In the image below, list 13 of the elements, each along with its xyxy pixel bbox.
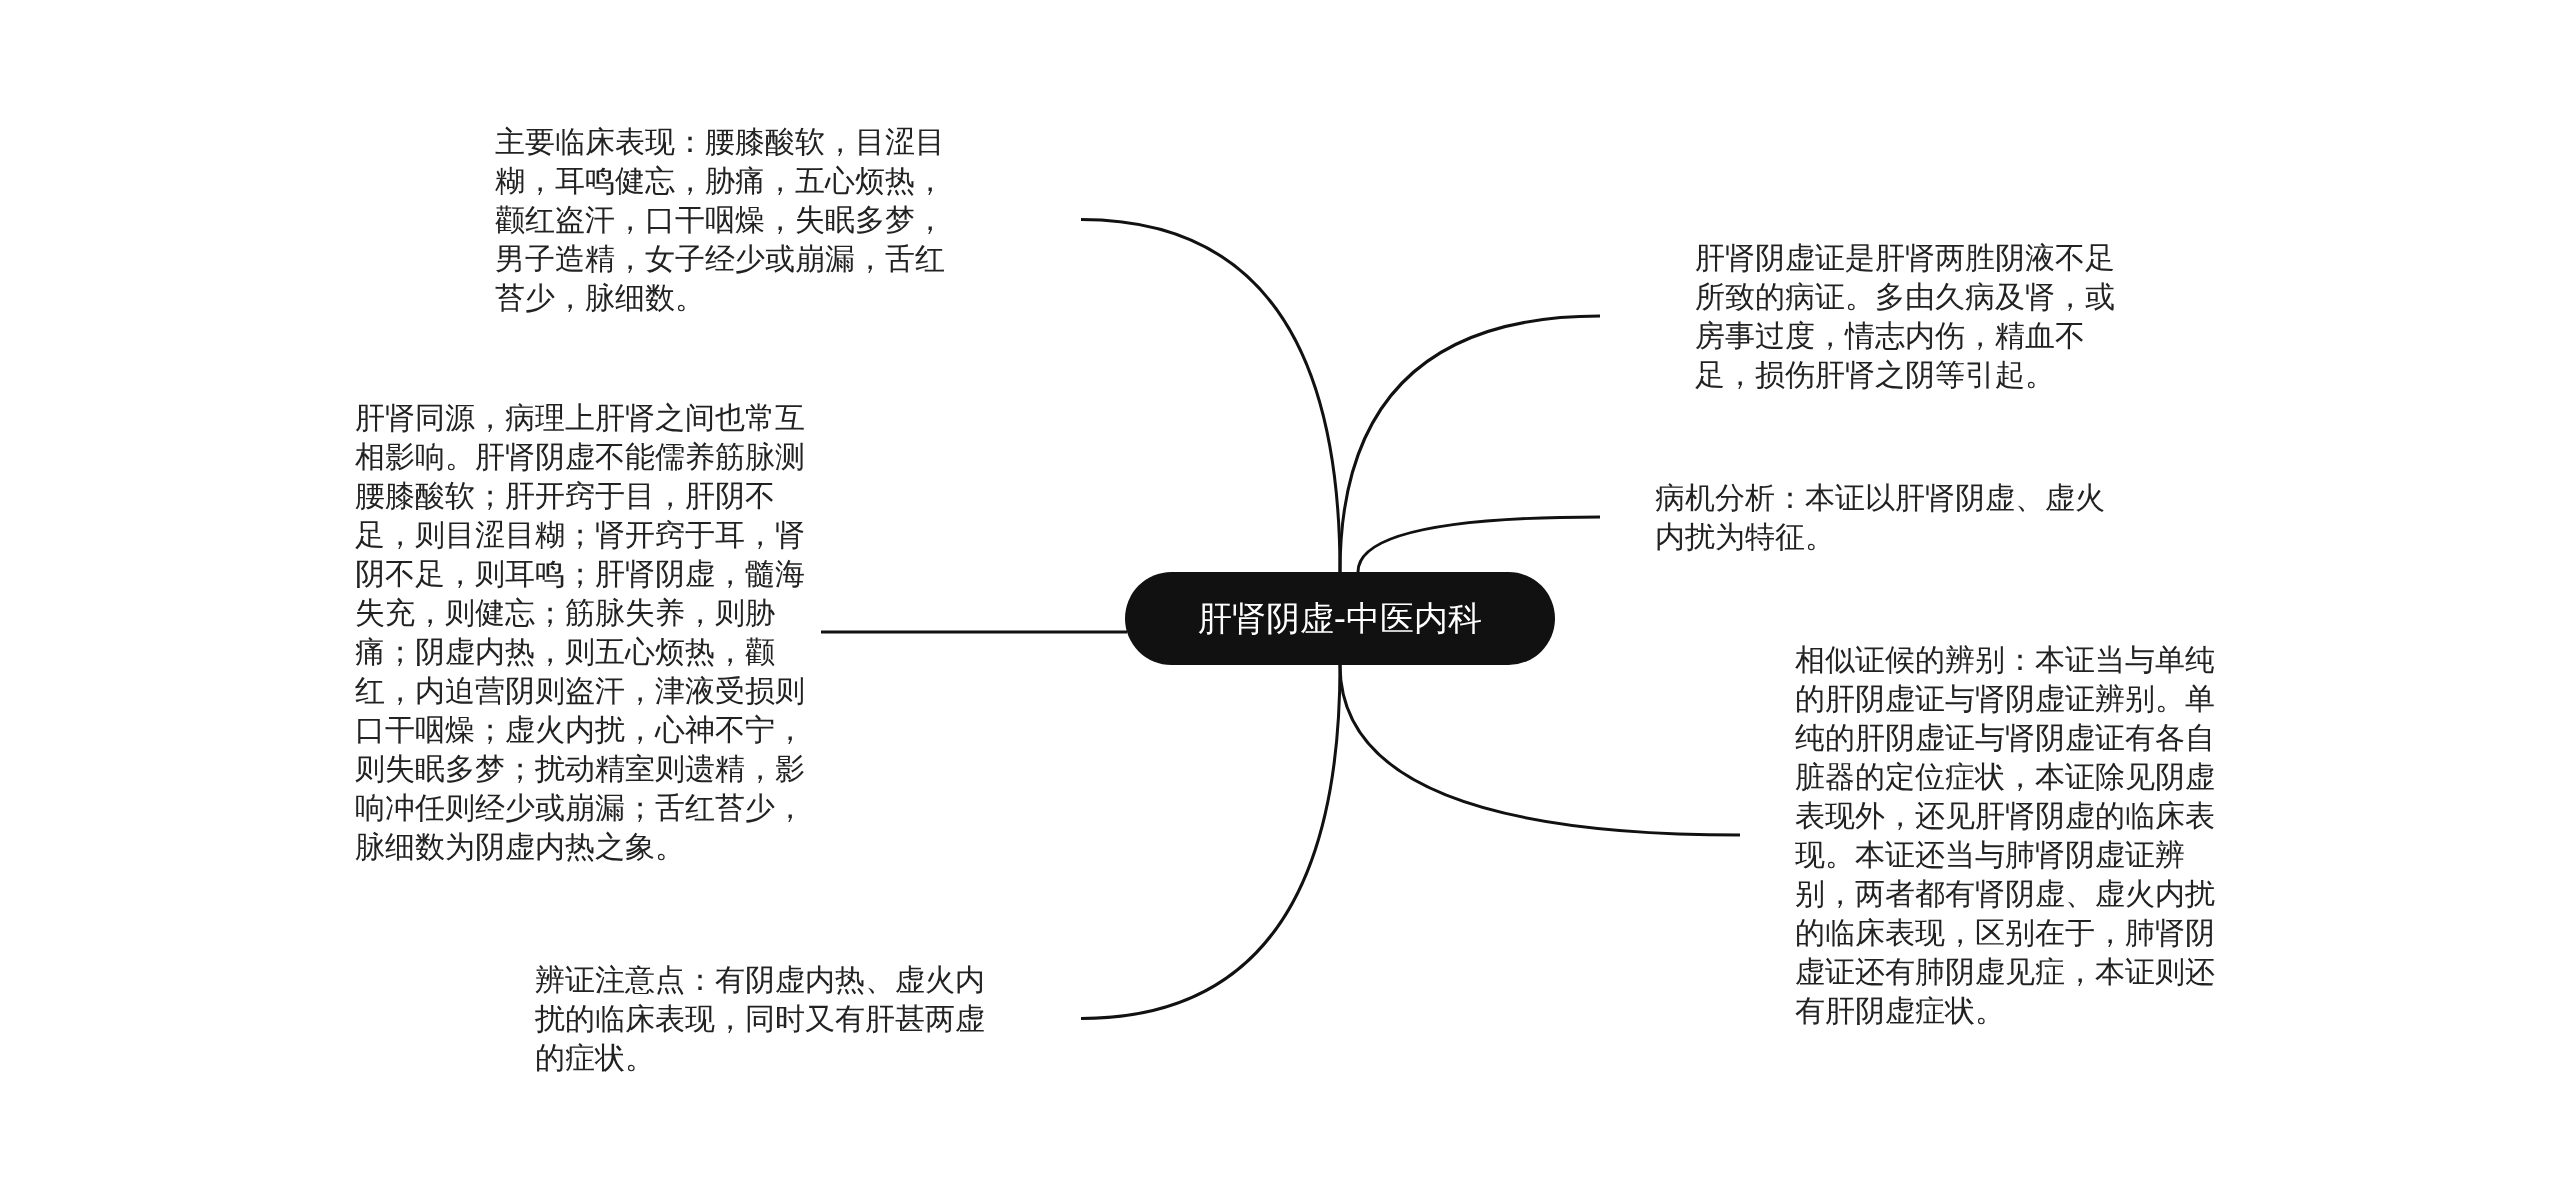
- branch-text: 相似证候的辨别：本证当与单纯的肝阴虚证与肾阴虚证辨别。单纯的肝阴虚证与肾阴虚证有各自脏器的定位症状，本证除见阴虚表现外，还见肝肾阴虚的临床表现。本证还当与肺肾阴虚证辨别，两者都有肾阴虚、虚火内扰的临床表现，区别在于，肺肾阴虚证还有肺阴虚见症，本证则还有肝阴虚症状。: [1740, 640, 2224, 1030]
- topic-pill: 肝肾阴虚-中医内科: [1125, 572, 1555, 665]
- branch-line: [1338, 314, 1601, 573]
- branch-text: 肝肾同源，病理上肝肾之间也常互相影响。肝肾阴虚不能儒养筋脉测腰膝酸软；肝开窍于目，肝阴不足，则目涩目糊；肾开窍于耳，肾阴不足，则耳鸣；肝肾阴虚，髓海失充，则健忘；筋脉失养，则胁痛；阴虚内热，则五心烦热，颧红，内迫营阴则盗汗，津液受损则口干咽燥；虚火内扰，心神不宁，则失眠多梦；扰动精室则遗精，影响冲任则经少或崩漏；舌红苔少，脉细数为阴虚内热之象。: [355, 398, 821, 866]
- branch-text: 病机分析：本证以肝肾阴虚、虚火内扰为特征。: [1600, 478, 2111, 556]
- branch-line: [1338, 664, 1741, 837]
- branch-line: [1356, 515, 1600, 573]
- branch-line: [821, 630, 1127, 634]
- branch-line: [1080, 218, 1342, 573]
- branch-text: 辨证注意点：有阴虚内热、虚火内扰的临床表现，同时又有肝甚两虚的症状。: [535, 960, 1081, 1077]
- branch-line: [1080, 664, 1342, 1020]
- branch-text: 主要临床表现：腰膝酸软，目涩目糊，耳鸣健忘，胁痛，五心烦热，颧红盗汗，口干咽燥，失眠多梦，男子造精，女子经少或崩漏，舌红苔少，脉细数。: [495, 122, 1081, 317]
- branch-text: 肝肾阴虚证是肝肾两胜阴液不足所致的病证。多由久病及肾，或房事过度，情志内伤，精血不足，损伤肝肾之阴等引起。: [1600, 238, 2124, 394]
